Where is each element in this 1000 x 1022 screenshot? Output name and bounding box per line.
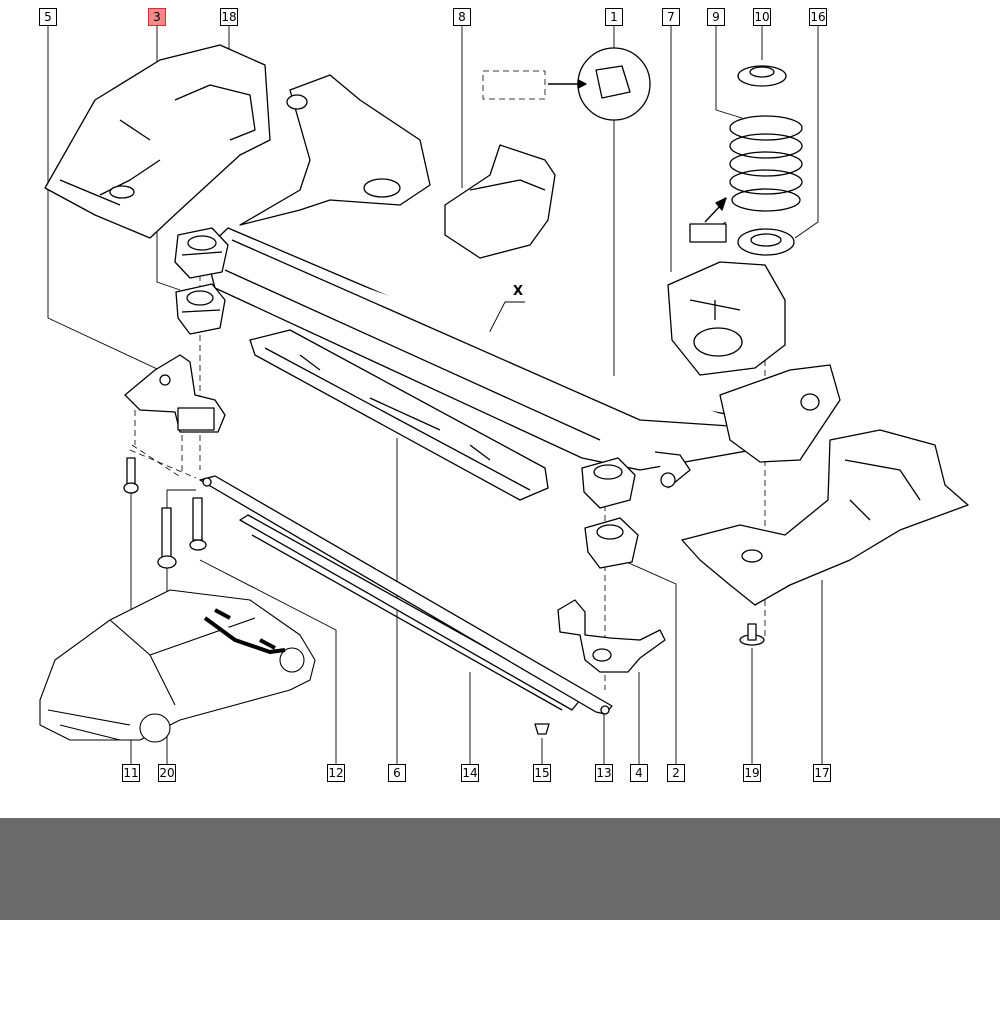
footer-brand: RENAULT	[210, 949, 383, 993]
footer-gap	[662, 949, 722, 993]
callout-16: 16	[809, 8, 827, 26]
callout-12: 12	[327, 764, 345, 782]
callout-5: 5	[39, 8, 57, 26]
callout-15: 15	[533, 764, 551, 782]
bolts-left	[123, 457, 207, 569]
clip-15	[534, 723, 550, 735]
footer-position-code: N - 3	[722, 949, 814, 993]
callout-20: 20	[158, 764, 176, 782]
coil-spring	[689, 65, 803, 256]
marker-x-label: X	[513, 284, 524, 299]
right-bracket	[557, 599, 666, 673]
callout-7: 7	[662, 8, 680, 26]
axle-beam	[204, 74, 841, 489]
left-bushing-lower	[175, 283, 226, 335]
callout-13: 13	[595, 764, 613, 782]
left-bushing-upper	[174, 227, 229, 279]
footer-part-number: 7700415488	[420, 949, 663, 993]
right-bushing-lower	[584, 517, 639, 569]
long-rail	[199, 475, 613, 715]
vehicle-inset	[39, 589, 316, 743]
footer-sep-1: -	[382, 949, 421, 993]
callout-6: 6	[388, 764, 406, 782]
footer-bar: RENAULT - 7700415488 N - 3	[0, 818, 1000, 993]
left-bracket	[124, 354, 226, 433]
left-heat-shield	[44, 44, 271, 239]
callout-10: 10	[753, 8, 771, 26]
callout-9: 9	[707, 8, 725, 26]
callout-19: 19	[743, 764, 761, 782]
spring-cup-shield	[667, 261, 786, 376]
callout-1: 1	[605, 8, 623, 26]
centre-heat-shield	[444, 144, 556, 259]
clip-19	[739, 623, 765, 646]
callout-18: 18	[220, 8, 238, 26]
callout-11: 11	[122, 764, 140, 782]
callout-4: 4	[630, 764, 648, 782]
parts-diagram	[39, 26, 969, 764]
callout-17: 17	[813, 764, 831, 782]
callout-2: 2	[667, 764, 685, 782]
callout-8: 8	[453, 8, 471, 26]
right-rear-shield	[681, 429, 969, 606]
centre-guard	[249, 329, 549, 501]
right-bushing-upper	[581, 457, 636, 509]
detail-circle-1	[548, 47, 651, 121]
callout-14: 14	[461, 764, 479, 782]
callout-3: 3	[148, 8, 166, 26]
